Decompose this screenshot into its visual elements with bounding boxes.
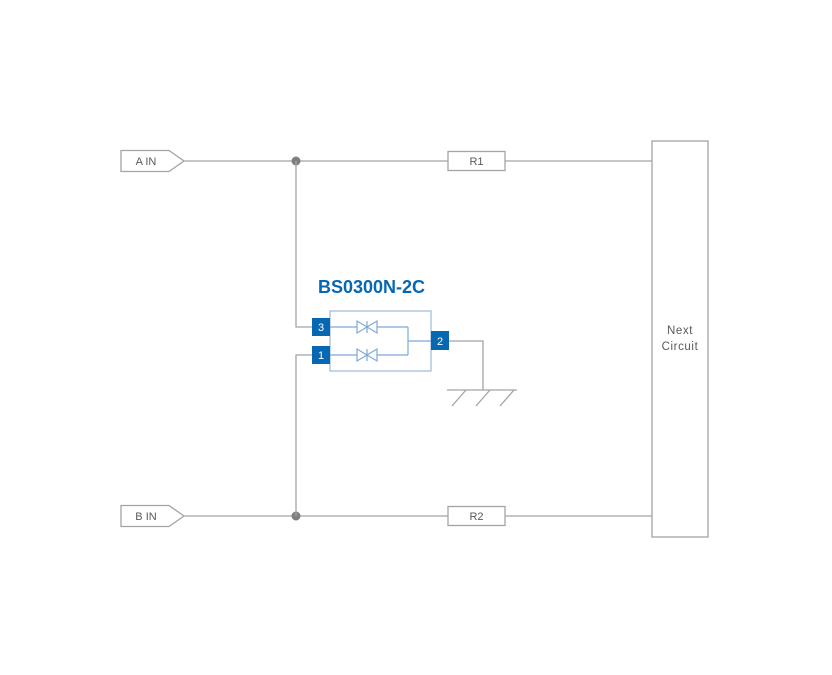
tvs-component: BS0300N-2C [312,277,449,372]
next-circuit-body [651,140,709,538]
pin-2: 2 [431,331,449,350]
resistor-r2: R2 [447,505,506,527]
wire-pin2-to-ground [449,340,484,390]
ground-hatch-2 [475,389,491,407]
a-in-terminal: A IN [120,149,186,173]
next-circuit-label-line2: Circuit [662,341,699,353]
resistor-r2-label: R2 [469,511,483,523]
pin-1-pad [312,346,330,364]
resistor-r1-body [447,150,506,172]
pin-3: 3 [312,318,330,336]
diode-anode-left-top [356,319,369,335]
resistor-r1-label: R1 [469,156,483,168]
pin-1-label: 1 [318,350,324,362]
pin-2-pad [431,331,449,350]
b-in-terminal-label: B IN [135,511,156,523]
b-in-terminal-shape [120,504,186,528]
pin-3-label: 3 [318,322,324,334]
next-circuit-block: Next Circuit [651,140,709,538]
resistor-r1: R1 [447,150,506,172]
ground-hatch-1 [451,389,467,407]
wire-top-to-pin3 [295,161,312,328]
wire-bottom-to-pin1 [295,354,312,516]
pin-3-pad [312,318,330,336]
next-circuit-label-line1: Next [667,325,693,337]
ground-symbol [447,340,517,407]
a-in-terminal-shape [120,149,186,173]
component-title: BS0300N-2C [318,277,425,297]
pin-1: 1 [312,346,330,364]
ground-hatch-3 [499,389,515,407]
resistor-r2-body [447,505,506,527]
a-in-terminal-label: A IN [136,156,157,168]
pin-2-label: 2 [437,336,443,348]
b-in-terminal: B IN [120,504,186,528]
diode-anode-left-bottom [356,347,369,363]
